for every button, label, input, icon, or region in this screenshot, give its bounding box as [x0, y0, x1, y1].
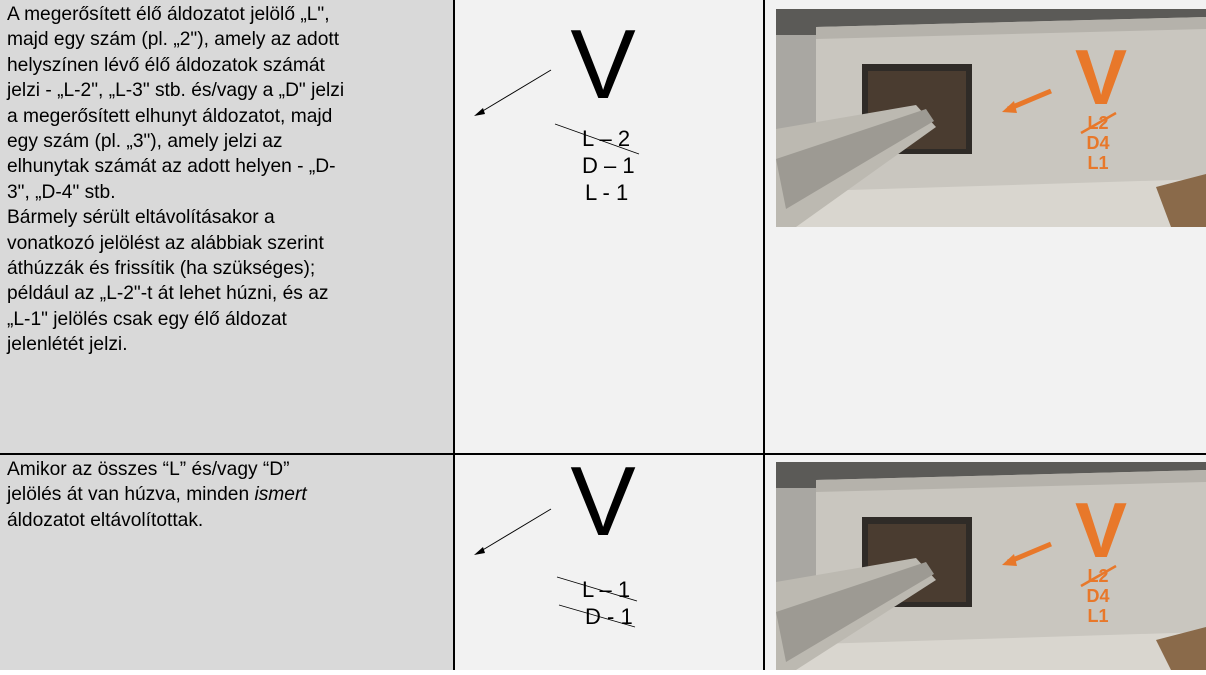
- row1-arrow-head-icon: [474, 108, 485, 116]
- row2-description-cell: Amikor az összes “L” és/vagy “D” jelölés…: [0, 455, 453, 670]
- row1-photo-v: V: [1075, 33, 1127, 121]
- row2-text-line: Amikor az összes “L” és/vagy “D”: [7, 459, 290, 480]
- column-divider: [453, 0, 455, 670]
- row2-photo-v: V: [1075, 486, 1127, 574]
- row1-text-line: áthúzzák és frissítik (ha szükséges);: [7, 258, 316, 280]
- row1-text-line: elhunytak számát az adott helyen - „D-: [7, 156, 336, 178]
- column-divider: [763, 0, 765, 670]
- row2-text-line: jelölés át van húzva, minden ismert: [7, 484, 307, 506]
- row1-photo: V L2 D4 L1: [776, 9, 1206, 227]
- row2-strikethrough-line-2: [558, 604, 636, 628]
- row2-photo-cell: V L2 D4 L1: [765, 455, 1206, 670]
- row1-marking-line-3: L - 1: [585, 180, 628, 205]
- row1-photo-label-3: L1: [1087, 153, 1108, 173]
- row1-text-line: a megerősített elhunyt áldozatot, majd: [7, 105, 333, 127]
- row1-text-line: egy szám (pl. „3"), amely jelzi az: [7, 131, 283, 153]
- row1-photo-label-2: D4: [1086, 133, 1109, 153]
- row1-marking-line-2: D – 1: [582, 153, 635, 178]
- row2-marking-diagram-cell: V L – 1 D - 1: [455, 446, 763, 670]
- row-divider: [0, 453, 1206, 455]
- row2-marking-line-2: D - 1: [585, 604, 633, 629]
- row2-strikethrough-line-1: [556, 576, 638, 602]
- row2-marking-line-1: L – 1: [582, 577, 630, 602]
- row1-text-line: „L-1" jelölés csak egy élő áldozat: [7, 308, 287, 330]
- row2-arrow-line: [480, 508, 552, 552]
- row2-emphasis: ismert: [254, 484, 307, 506]
- row2-photo-label-3: L1: [1087, 606, 1108, 626]
- row2-arrow-head-icon: [474, 547, 485, 555]
- row1-marking-line-1: L – 2: [582, 126, 630, 151]
- row1-text-line: Bármely sérült eltávolításakor a: [7, 207, 275, 229]
- row1-text-line: vonatkozó jelölést az alábbiak szerint: [7, 232, 324, 254]
- row1-text-line: majd egy szám (pl. „2"), amely az adott: [7, 29, 340, 51]
- row1-description-cell: A megerősített élő áldozatot jelölő „L",…: [0, 0, 453, 453]
- row1-text-line: jelenlétét jelzi.: [7, 334, 128, 356]
- row1-v-letter: V: [570, 9, 635, 119]
- row2-v-letter: V: [570, 455, 635, 556]
- row1-arrow-line: [480, 69, 552, 113]
- row1-strikethrough-line: [554, 123, 640, 155]
- row2-photo-stencil: V L2 D4 L1: [1002, 486, 1127, 626]
- row1-text-line: helyszínen lévő élő áldozatok számát: [7, 54, 325, 76]
- row2-photo: V L2 D4 L1: [776, 462, 1206, 670]
- row1-text-line: jelzi - „L-2", „L-3" stb. és/vagy a „D" …: [7, 80, 345, 102]
- row2-marking-diagram: V L – 1 D - 1: [474, 446, 638, 629]
- row1-text-line: 3", „D-4" stb.: [7, 181, 116, 203]
- row1-text-line: például az „L-2"-t át lehet húzni, és az: [7, 283, 329, 305]
- row2-text-line: áldozatot eltávolítottak.: [7, 509, 204, 531]
- row1-marking-diagram: V L – 2 D – 1 L - 1: [474, 9, 640, 205]
- row1-marking-diagram-cell: V L – 2 D – 1 L - 1: [455, 0, 763, 453]
- row1-photo-stencil: V L2 D4 L1: [1002, 33, 1127, 173]
- row1-text-line: A megerősített élő áldozatot jelölő „L",: [7, 4, 330, 25]
- row2-photo-label-2: D4: [1086, 586, 1109, 606]
- row1-photo-cell: V L2 D4 L1: [765, 0, 1206, 453]
